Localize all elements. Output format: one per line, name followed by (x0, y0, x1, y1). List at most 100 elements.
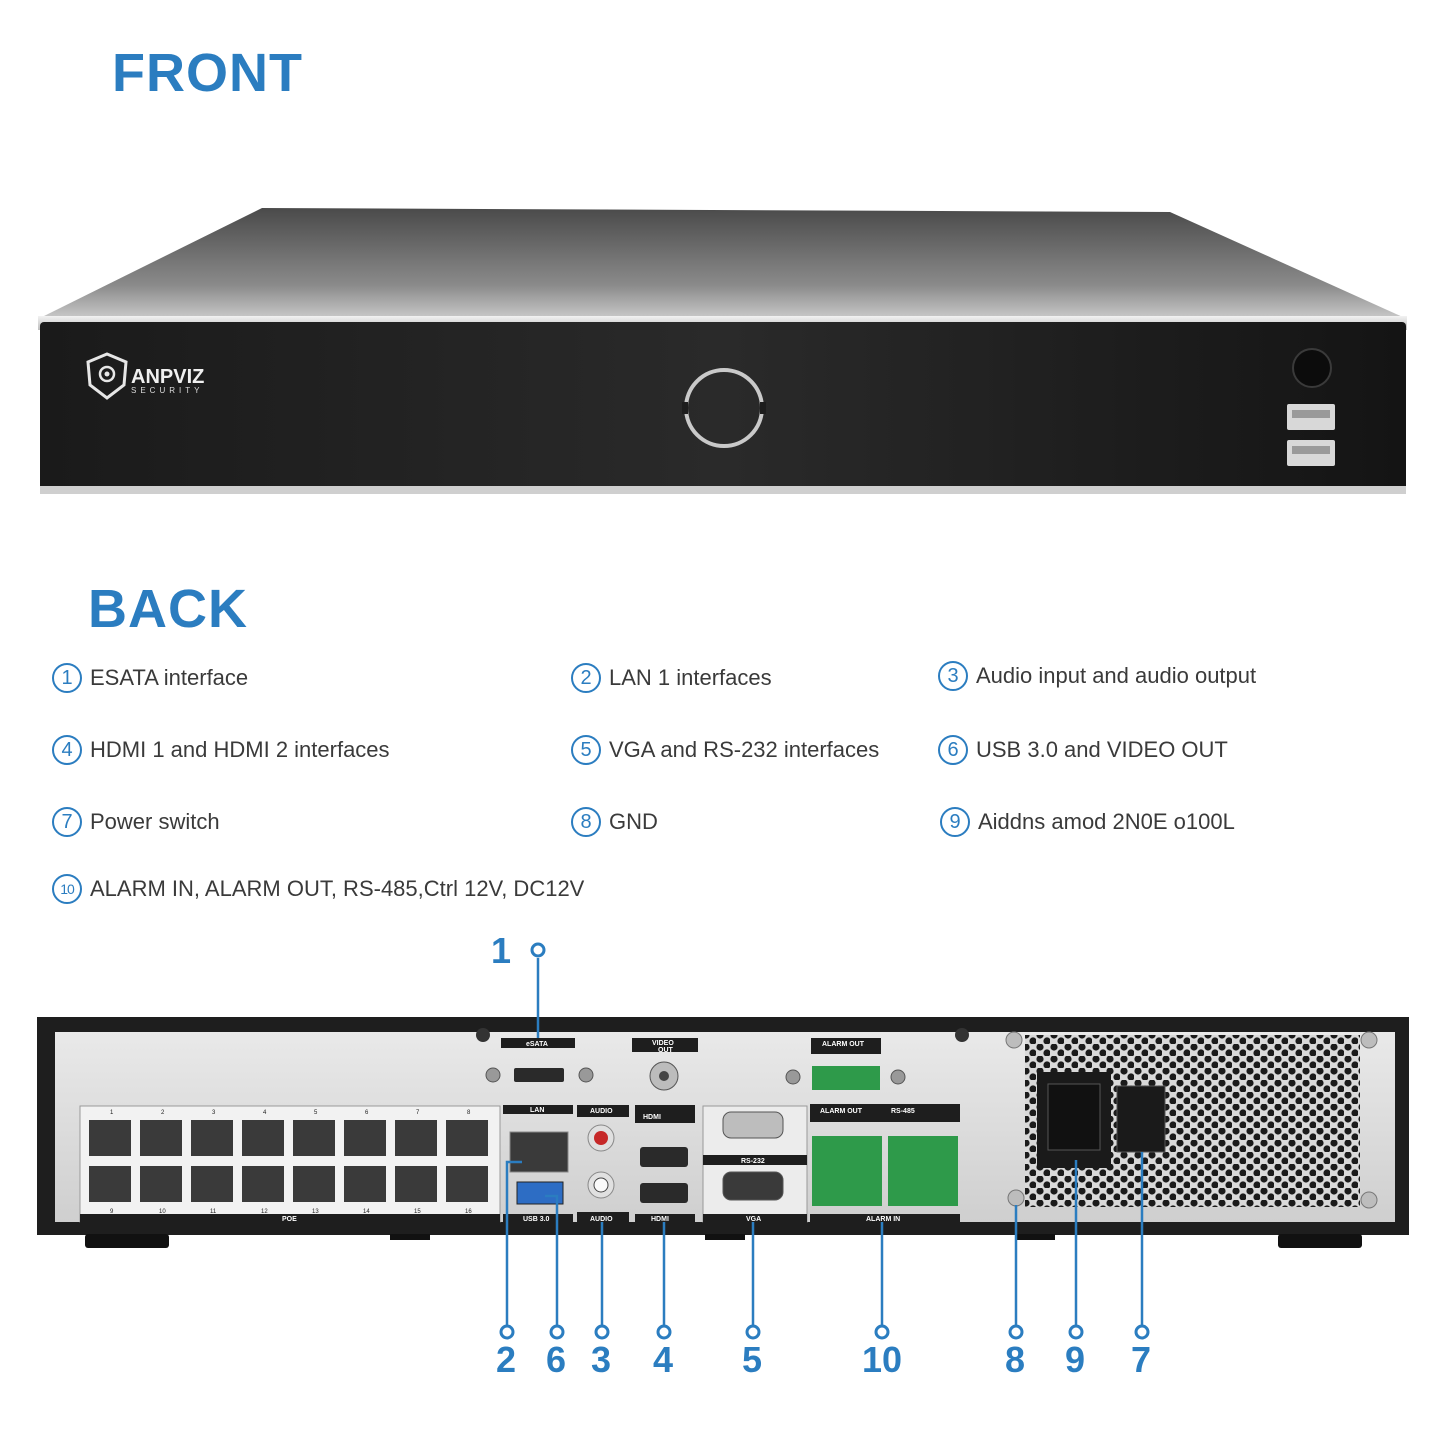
poe-port-number: 12 (261, 1209, 268, 1215)
power-inlet-socket (1047, 1083, 1101, 1151)
poe-port-number: 5 (314, 1110, 318, 1116)
callout-8: 8 (1005, 1339, 1025, 1380)
ring-gap-left (682, 402, 688, 414)
callout-7: 7 (1131, 1339, 1151, 1380)
legend-number: 6 (938, 735, 968, 765)
power-button-icon[interactable] (1292, 348, 1332, 388)
legend-item-4: 4 HDMI 1 and HDMI 2 interfaces (52, 733, 390, 767)
legend-number: 2 (571, 663, 601, 693)
callout-5: 5 (742, 1339, 762, 1380)
legend-item-9: 9 Aiddns amod 2N0E o100L (940, 805, 1235, 839)
psu-fan-grill (1025, 1035, 1360, 1207)
hdmi1-port (640, 1183, 688, 1203)
poe-label-bar (80, 1214, 500, 1223)
legend-number: 9 (940, 807, 970, 837)
usb-label: USB 3.0 (523, 1216, 550, 1223)
audio-in-jack (587, 1124, 615, 1152)
gnd-screw (1007, 1189, 1025, 1207)
ring-gap-right (760, 402, 766, 414)
foot-left (85, 1234, 169, 1248)
video-out-label: VIDEO (652, 1040, 674, 1047)
bnc-connector (649, 1061, 679, 1091)
poe-block (79, 1105, 501, 1223)
video-out-sub-label: OUT (658, 1047, 674, 1054)
device-bottom-edge (40, 486, 1406, 494)
poe-port-number: 8 (467, 1110, 471, 1116)
vga-block (702, 1105, 808, 1223)
poe-label: POE (282, 1216, 297, 1223)
callout-dots (499, 942, 1150, 1340)
poe-port-number: 6 (365, 1110, 369, 1116)
vga-port (722, 1171, 784, 1201)
poe-port-number: 15 (414, 1209, 421, 1215)
legend-number: 4 (52, 735, 82, 765)
poe-port-number: 4 (263, 1110, 267, 1116)
legend-number: 10 (52, 874, 82, 904)
audio-in-label: AUDIO (590, 1108, 613, 1115)
legend-number: 3 (938, 661, 968, 691)
screw-icon (578, 1067, 594, 1083)
callout-9: 9 (1065, 1339, 1085, 1380)
legend-number: 5 (571, 735, 601, 765)
callout-4: 4 (653, 1339, 673, 1380)
poe-port-number: 2 (161, 1110, 165, 1116)
legend-text: Audio input and audio output (976, 663, 1257, 688)
alarm-out-terminal (812, 1066, 880, 1090)
rs232-port (722, 1111, 784, 1139)
front-heading: FRONT (112, 43, 303, 103)
poe-port-number: 16 (465, 1209, 472, 1215)
usb-port-icon[interactable] (1287, 404, 1335, 466)
audio-in-core (594, 1131, 608, 1145)
rs232-label: RS-232 (741, 1158, 765, 1165)
usb3-port (516, 1181, 564, 1205)
logo-name: ANPVIZ (131, 366, 204, 388)
esata-label-bar (501, 1038, 575, 1048)
screw-icon (785, 1069, 801, 1085)
poe-port-number: 9 (110, 1209, 114, 1215)
lan-label: LAN (530, 1107, 544, 1114)
audio-in-label-bar (577, 1105, 629, 1117)
esata-port (514, 1068, 564, 1082)
video-out-label-bar (632, 1038, 698, 1052)
logo-subtitle: SECURITY (131, 386, 203, 395)
audio-out-jack (587, 1171, 615, 1199)
power-inlet (1037, 1072, 1111, 1168)
lan-port (509, 1131, 569, 1173)
poe-port-number: 10 (159, 1209, 166, 1215)
legend-text: ESATA interface (90, 665, 249, 690)
esata-label: eSATA (526, 1041, 548, 1048)
vga-label-bar (703, 1214, 807, 1223)
poe-port-number: 7 (416, 1110, 420, 1116)
lan-label-bar (503, 1105, 573, 1114)
poe-ports (89, 1120, 488, 1202)
alarm-out-top-label: ALARM OUT (822, 1041, 865, 1048)
back-heading: BACK (88, 579, 248, 639)
foot-mid3 (1015, 1234, 1055, 1240)
device-top-surface (40, 208, 1405, 318)
alarm-in-label-bar (810, 1214, 960, 1223)
alarm-in-label: ALARM IN (866, 1216, 900, 1223)
screw-icon (476, 1028, 490, 1042)
legend-text: VGA and RS-232 interfaces (609, 737, 880, 762)
screw-icon (1360, 1191, 1378, 1209)
alarm-rs485-bar (810, 1104, 960, 1122)
poe-port-number: 3 (212, 1110, 216, 1116)
alarm-in-terminal-right (888, 1136, 958, 1206)
power-switch (1116, 1085, 1166, 1153)
legend-text: Aiddns amod 2N0E o100L (978, 809, 1235, 834)
hdmi2-port (640, 1147, 688, 1167)
legend-number: 7 (52, 807, 82, 837)
hdmi-logo: HDMI (643, 1114, 661, 1121)
vga-label: VGA (746, 1216, 761, 1223)
poe-port-number: 1 (110, 1110, 114, 1116)
front-device-illustration: ANPVIZ SECURITY (38, 208, 1407, 494)
hdmi-logo-bar (635, 1105, 695, 1123)
legend-text: HDMI 1 and HDMI 2 interfaces (90, 737, 390, 762)
usb-label-bar (503, 1214, 573, 1223)
screw-icon (1360, 1031, 1378, 1049)
